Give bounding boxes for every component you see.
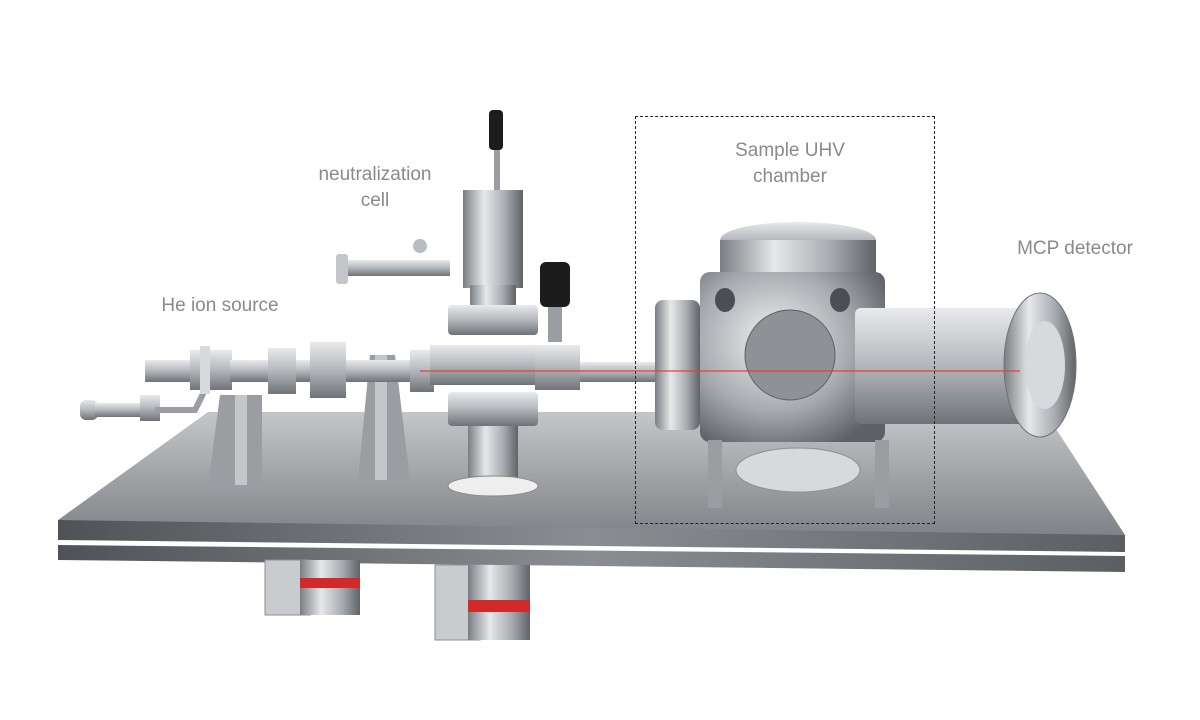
- label-mcp-detector: MCP detector: [1017, 238, 1133, 259]
- gate-valve: [535, 262, 660, 390]
- sample-chamber-highlight-box: [635, 116, 935, 524]
- isolator-left: [264, 559, 360, 616]
- isolator-right: [434, 564, 530, 641]
- stand-1: [208, 395, 262, 486]
- neutralization-cell: [336, 110, 555, 497]
- mcp-detector: [855, 292, 1077, 438]
- label-neutralization-cell: neutralization cell: [318, 164, 432, 211]
- label-he-ion-source: He ion source: [161, 295, 279, 316]
- label-sample-uhv-chamber: Sample UHV chamber: [735, 140, 845, 187]
- stand-2: [358, 355, 410, 480]
- optical-table: [58, 412, 1125, 572]
- sample-uhv-chamber: [655, 222, 889, 508]
